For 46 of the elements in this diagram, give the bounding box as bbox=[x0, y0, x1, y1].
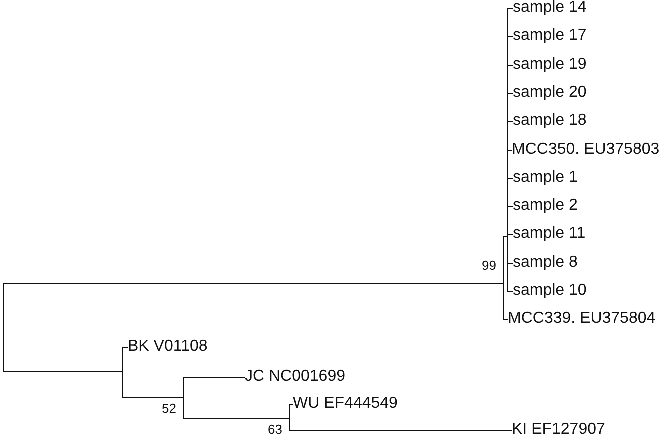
vertical-branch-line bbox=[3, 283, 4, 372]
branch-line bbox=[508, 291, 514, 292]
taxon-label: sample 17 bbox=[513, 28, 587, 44]
taxon-label: sample 8 bbox=[513, 254, 578, 270]
branch-line bbox=[290, 404, 294, 405]
vertical-branch-line bbox=[289, 404, 290, 431]
branch-line bbox=[508, 263, 514, 264]
taxon-label: WU EF444549 bbox=[293, 396, 398, 411]
vertical-branch-line bbox=[183, 377, 184, 419]
branch-line bbox=[122, 397, 184, 398]
branch-line bbox=[4, 371, 122, 372]
branch-line bbox=[508, 65, 514, 66]
branch-line bbox=[508, 234, 514, 235]
branch-line bbox=[508, 8, 514, 9]
branch-line bbox=[504, 319, 508, 320]
branch-line bbox=[184, 418, 290, 419]
taxon-label: BK V01108 bbox=[128, 339, 208, 354]
taxon-label: JC NC001699 bbox=[245, 369, 346, 384]
branch-line bbox=[504, 236, 508, 237]
taxon-label: sample 18 bbox=[513, 113, 587, 128]
bootstrap-value: 63 bbox=[268, 423, 282, 437]
branch-line bbox=[508, 36, 514, 37]
taxon-label: KI EF127907 bbox=[512, 422, 606, 437]
branch-line bbox=[508, 178, 514, 179]
branch-line bbox=[508, 93, 514, 94]
branch-line bbox=[508, 121, 514, 122]
taxon-label: sample 11 bbox=[513, 226, 586, 242]
taxon-label: sample 19 bbox=[513, 56, 587, 72]
taxon-label: sample 10 bbox=[513, 283, 587, 298]
taxon-label: MCC350. EU375803 bbox=[512, 142, 660, 156]
branch-line bbox=[290, 430, 512, 431]
taxon-label: sample 1 bbox=[513, 170, 578, 185]
taxon-label: sample 20 bbox=[513, 84, 587, 100]
bootstrap-value: 52 bbox=[162, 402, 176, 416]
vertical-branch-line bbox=[507, 8, 508, 292]
branch-line bbox=[508, 206, 514, 207]
bootstrap-value: 99 bbox=[482, 259, 496, 273]
taxon-label: sample 14 bbox=[513, 0, 587, 15]
branch-line bbox=[4, 283, 504, 284]
vertical-branch-line bbox=[503, 236, 504, 320]
branch-line bbox=[184, 377, 246, 378]
vertical-branch-line bbox=[122, 347, 123, 398]
branch-line bbox=[122, 347, 128, 348]
taxon-label: sample 2 bbox=[513, 198, 578, 214]
taxon-label: MCC339. EU375804 bbox=[508, 311, 656, 326]
branch-line bbox=[508, 150, 512, 151]
